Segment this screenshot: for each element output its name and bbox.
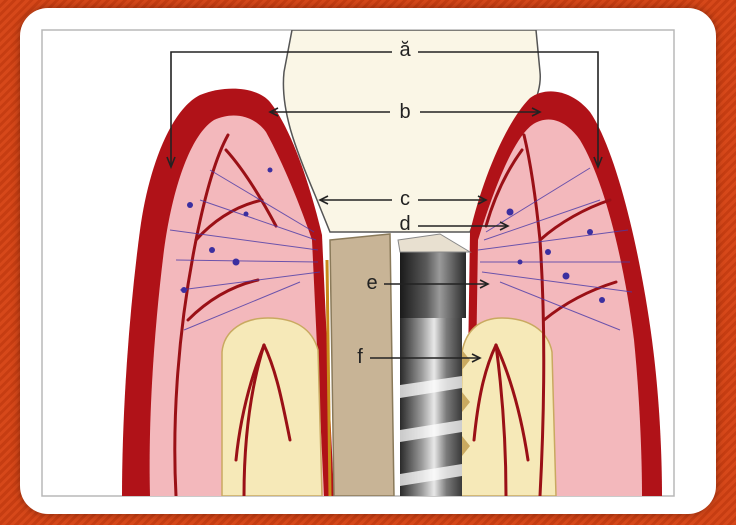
label-f: f xyxy=(357,346,363,368)
implant-collar xyxy=(400,252,466,318)
left-bone xyxy=(222,318,322,496)
label-c: c xyxy=(400,188,410,210)
label-a: ă xyxy=(399,39,411,61)
label-b: b xyxy=(399,101,410,123)
label-d: d xyxy=(399,213,410,235)
label-e: e xyxy=(366,272,377,294)
